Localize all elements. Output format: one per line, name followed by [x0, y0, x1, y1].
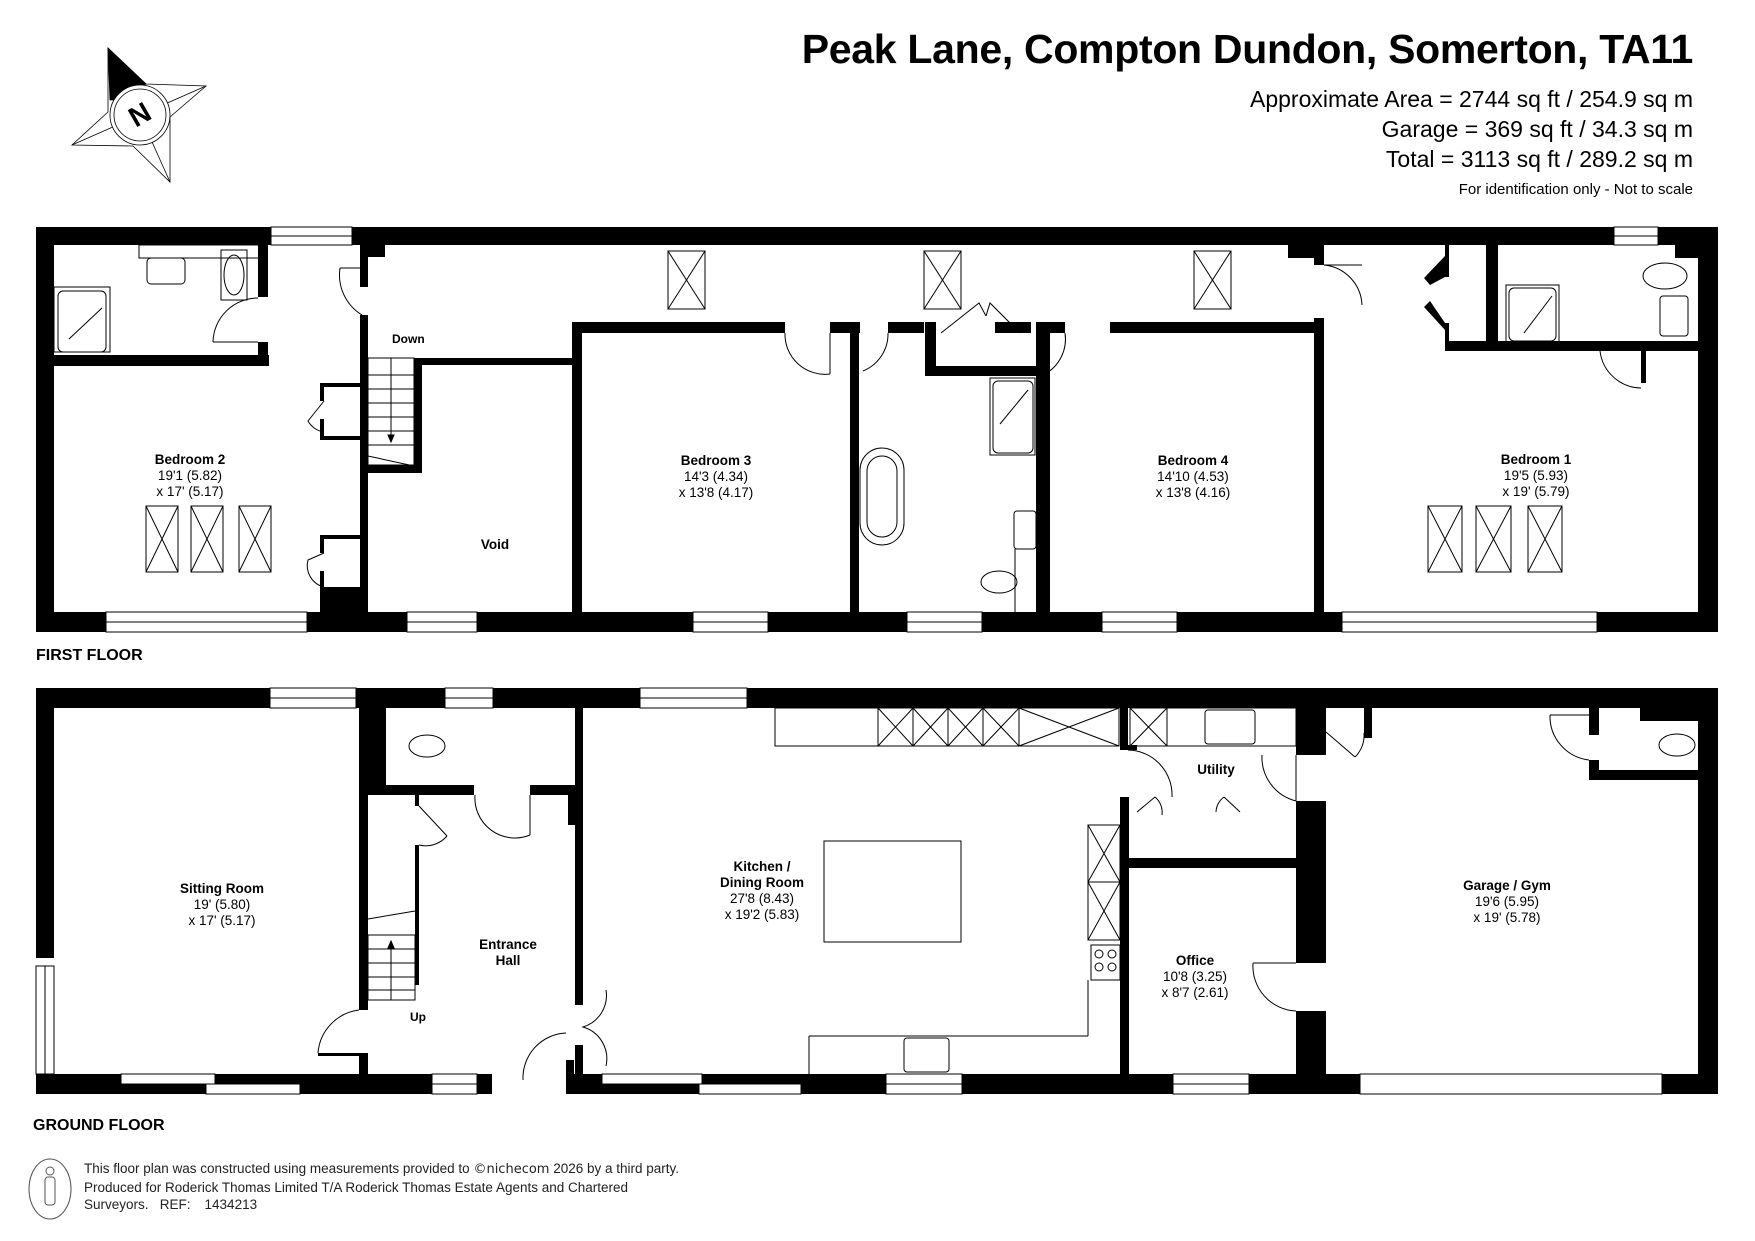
staircase-first-floor [367, 357, 415, 467]
room-bedroom-4: Bedroom 4 14'10 (4.53) x 13'8 (4.16) [1155, 453, 1231, 500]
basin-icon [1659, 295, 1689, 337]
area-summary: Approximate Area = 2744 sq ft / 254.9 sq… [1250, 84, 1693, 174]
room-void: Void [480, 537, 510, 552]
person-scale-icon [28, 1158, 72, 1220]
staircase-ground-floor [367, 910, 416, 1001]
ground-floor-label: GROUND FLOOR [33, 1117, 165, 1134]
toilet-icon [1658, 733, 1696, 757]
footer-line-3: Surveyors. REF:1434213 [84, 1197, 258, 1212]
toilet-icon [1642, 262, 1688, 290]
skylight-icons [145, 250, 1563, 573]
room-utility: Utility [1197, 762, 1235, 777]
sink-icon [903, 1037, 950, 1073]
room-bedroom-2: Bedroom 2 19'1 (5.82) x 17' (5.17) [154, 452, 226, 499]
garage-area: Garage = 369 sq ft / 34.3 sq m [1381, 116, 1693, 142]
shower-tray-icon [1505, 284, 1560, 344]
shower-tray-icon [53, 286, 111, 353]
north-arrow-compass-icon: N [70, 47, 208, 183]
first-floor-fixtures [53, 244, 1689, 612]
footer-line-2: Produced for Roderick Thomas Limited T/A… [84, 1179, 629, 1195]
total-area: Total = 3113 sq ft / 289.2 sq m [1385, 146, 1693, 172]
room-sitting-room: Sitting Room 19' (5.80) x 17' (5.17) [180, 881, 264, 928]
reference-number: 1434213 [204, 1197, 258, 1212]
ground-floor-windows [35, 687, 1663, 1095]
footer-text: This floor plan was constructed using me… [84, 1160, 679, 1214]
room-garage-gym: Garage / Gym 19'6 (5.95) x 19' (5.78) [1463, 878, 1551, 925]
room-entrance-hall: Entrance Hall [479, 937, 537, 968]
room-office: Office 10'8 (3.25) x 8'7 (2.61) [1161, 953, 1229, 1000]
basin-icon [146, 257, 186, 285]
approximate-area: Approximate Area = 2744 sq ft / 254.9 sq… [1249, 86, 1693, 112]
shower-tray-icon [989, 377, 1036, 456]
first-floor-label: FIRST FLOOR [36, 647, 143, 664]
sink-icon [1204, 709, 1256, 745]
stair-up-label: Up [410, 1010, 426, 1024]
room-kitchen-dining: Kitchen / Dining Room 27'8 (8.43) x 19'2… [720, 859, 804, 922]
stair-down-label: Down [392, 332, 425, 346]
first-floor-windows [105, 226, 1659, 633]
hob-icon [1090, 944, 1121, 981]
ground-floor-fixtures [317, 707, 1696, 1081]
toilet-icon [408, 734, 446, 758]
basin-icon [1013, 510, 1037, 550]
toilet-icon [220, 249, 248, 301]
toilet-icon [980, 570, 1018, 594]
kitchen-island [823, 840, 962, 943]
first-floor-walls [36, 227, 1718, 632]
bath-icon [859, 447, 905, 546]
scale-disclaimer: For identification only - Not to scale [1458, 181, 1693, 198]
room-bedroom-1: Bedroom 1 19'5 (5.93) x 19' (5.79) [1500, 452, 1572, 499]
footer-line-1: This floor plan was constructed using me… [84, 1161, 680, 1177]
nichecom-brand: ©nichecom [473, 1162, 550, 1177]
room-bedroom-3: Bedroom 3 14'3 (4.34) x 13'8 (4.17) [678, 453, 754, 500]
property-title: Peak Lane, Compton Dundon, Somerton, TA1… [801, 26, 1694, 72]
